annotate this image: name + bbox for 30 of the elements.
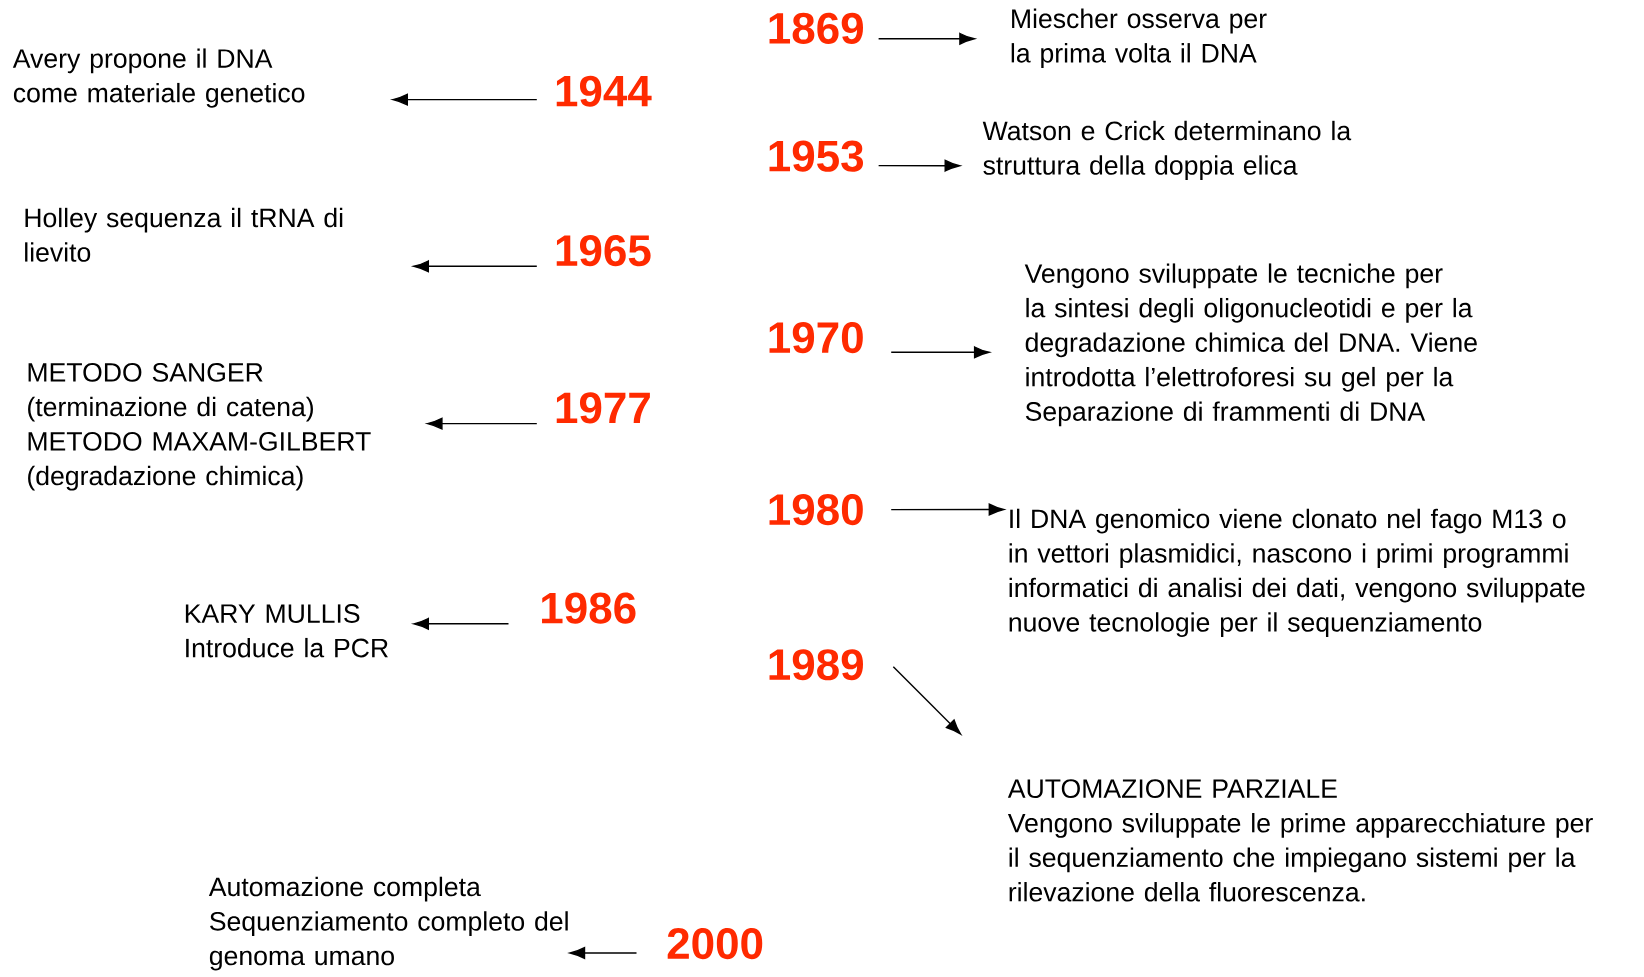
year-label: 1869	[769, 12, 863, 44]
year-label: 2000	[667, 928, 763, 960]
event-text: AUTOMAZIONE PARZIALE Vengono sviluppate le prime apparecchiature per il sequenziamento che impiegano sistemi per la rilevazione della fluorescenza.	[1007, 779, 1593, 902]
arrow	[413, 617, 510, 630]
event-text: Il DNA genomico viene clonato nel fago M13 o in vettori plasmidici, nascono i primi programmi informatici di analisi dei dati, vengono sviluppate nuove tecnologie per il sequenziamento	[1009, 508, 1585, 637]
arrow	[569, 947, 638, 960]
event-text: Watson e Crick determinano la struttura della doppia elica	[982, 120, 1352, 181]
arrow	[877, 32, 975, 45]
event-text: METODO SANGER (terminazione di catena) METODO MAXAM-GILBERT (degradazione chimica)	[28, 363, 371, 491]
event-text: Automazione completa Sequenziamento completo del genoma umano	[208, 876, 568, 971]
event-text: Vengono sviluppate le tecniche per la sintesi degli oligonucleotidi e per la degradazione chimica del DNA. Viene introdotta l’elettroforesi su gel per la Separazione di frammenti di DNA	[1024, 263, 1477, 427]
event-text: Miescher osserva per la prima volta il DNA	[1011, 8, 1267, 68]
arrow	[426, 417, 538, 430]
year-label: 1965	[556, 235, 651, 267]
arrow	[890, 503, 1005, 516]
arrow	[392, 93, 538, 106]
year-label: 1980	[769, 494, 863, 526]
year-label: 1970	[769, 322, 863, 354]
year-label: 1944	[556, 75, 652, 107]
year-label: 1977	[556, 392, 650, 424]
arrow	[877, 159, 961, 172]
year-label: 1989	[769, 649, 863, 681]
year-label: 1986	[542, 592, 636, 624]
arrow	[892, 666, 962, 735]
event-text: Avery propone il DNA come materiale genetico	[12, 48, 305, 108]
arrow	[413, 260, 538, 273]
arrow	[890, 346, 990, 359]
year-label: 1953	[769, 140, 864, 172]
event-text: Holley sequenza il tRNA di lievito	[25, 207, 343, 262]
event-text: KARY MULLIS Introduce la PCR	[185, 604, 388, 658]
